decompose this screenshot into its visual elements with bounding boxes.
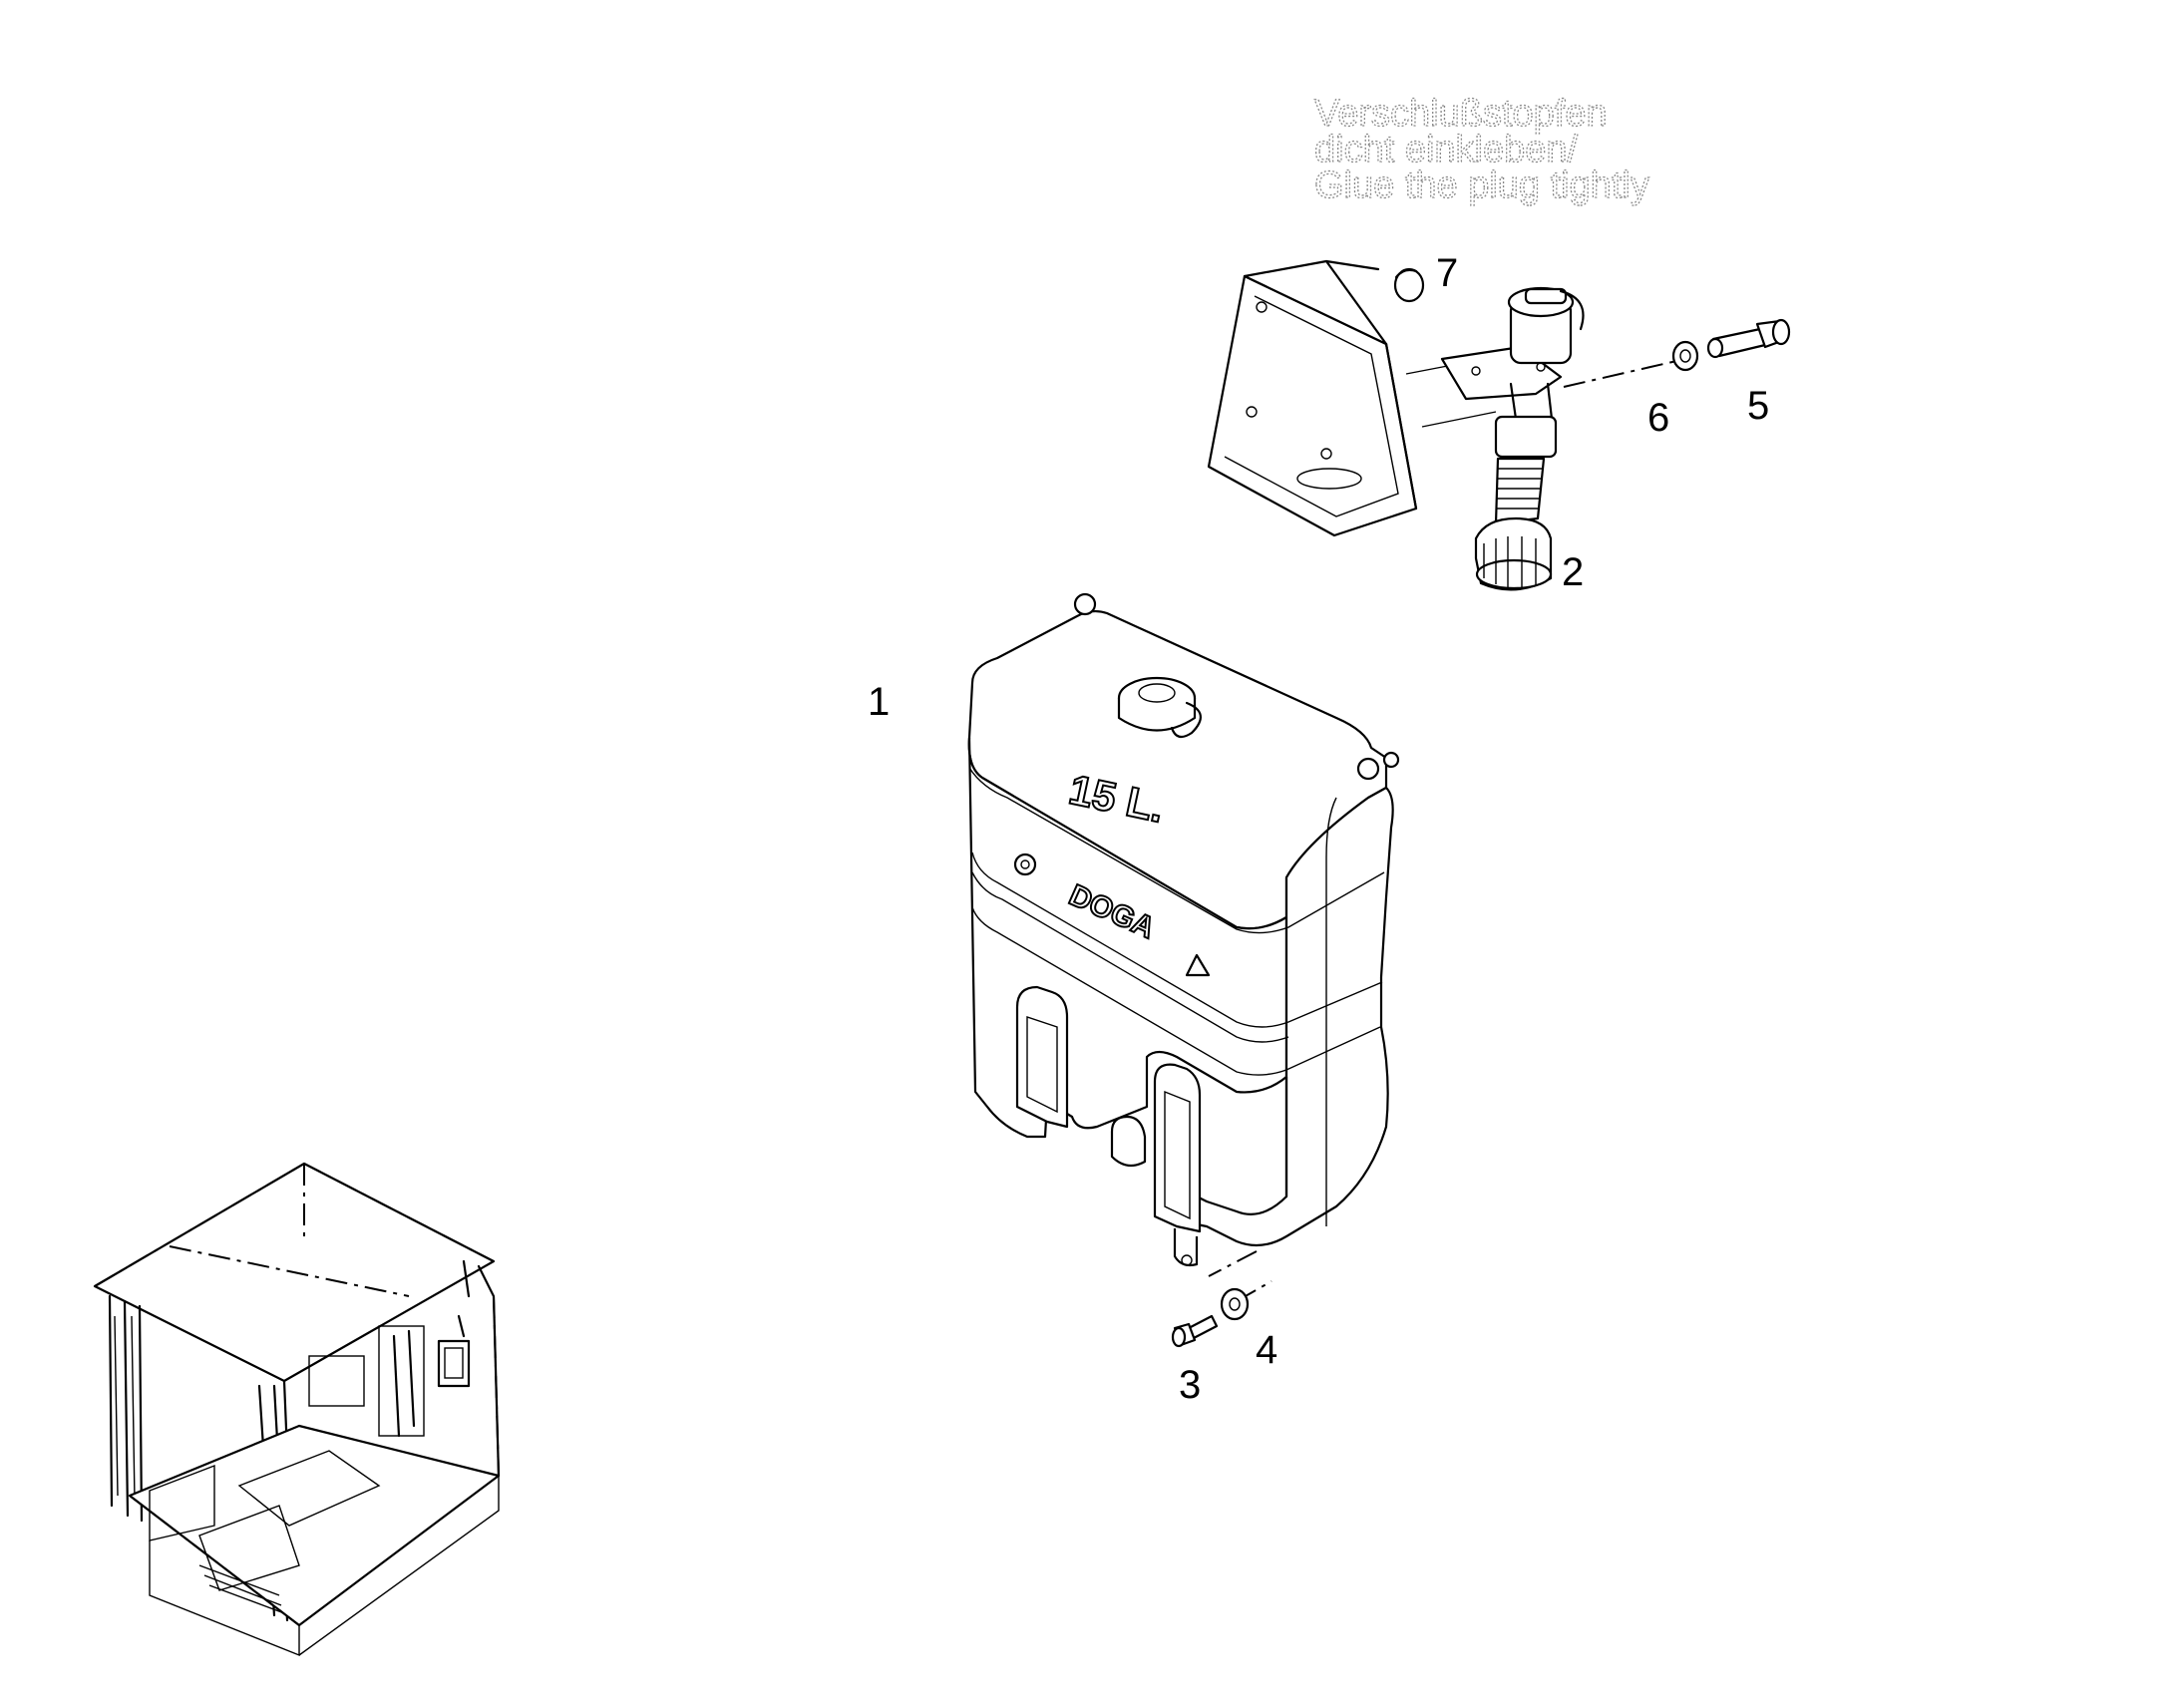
filler-bracket	[1207, 259, 1418, 537]
note-line-2: dicht einkleben/	[1314, 129, 1579, 171]
callout-2: 2	[1562, 550, 1584, 594]
callout-5: 5	[1747, 384, 1769, 428]
leader-4	[1208, 1250, 1258, 1277]
washer-part-4	[1220, 1287, 1250, 1321]
washer-tank-part-1: 15 L. DOGA	[967, 592, 1400, 1267]
assembly-note: Verschlußstopfen dicht einkleben/ Glue t…	[1313, 92, 1649, 206]
note-line-1: Verschlußstopfen	[1314, 93, 1608, 135]
leader-6-5	[1563, 358, 1686, 388]
callout-6: 6	[1647, 396, 1669, 440]
callout-4: 4	[1256, 1328, 1277, 1372]
callout-7: 7	[1436, 251, 1458, 295]
callout-1: 1	[868, 680, 890, 724]
plug-part-7	[1393, 267, 1425, 303]
note-line-3: Glue the plug tightly	[1314, 165, 1649, 206]
washer-part-6	[1671, 340, 1699, 372]
callout-3: 3	[1179, 1363, 1201, 1407]
cab-locator-view	[93, 1162, 501, 1657]
bolt-part-3	[1171, 1314, 1219, 1348]
filler-neck-part-2	[1440, 286, 1585, 591]
part-callouts: 1 2 3 4 5 6 7	[868, 251, 1769, 1407]
bolt-part-5	[1706, 318, 1791, 359]
